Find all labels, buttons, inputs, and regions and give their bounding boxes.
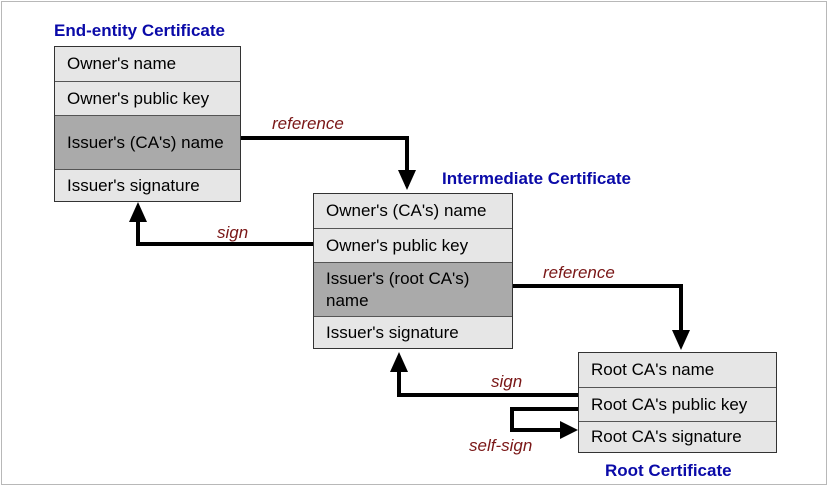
end-entity-owner-name: Owner's name [67, 54, 177, 73]
sign-arrowhead-1 [129, 202, 147, 222]
root-ca-signature: Root CA's signature [579, 421, 776, 452]
root-ca-name: Root CA's name [591, 360, 715, 379]
intermediate-certificate: Owner's (CA's) name Owner's public key I… [313, 193, 513, 349]
sign-label-1: sign [217, 223, 249, 242]
root-certificate: Root CA's name Root CA's public key Root… [578, 352, 777, 453]
root-ca-public-key: Root CA's public key [579, 387, 776, 421]
root-title: Root Certificate [605, 461, 732, 480]
reference-arrowhead-1 [398, 170, 416, 190]
sign-arrow-1 [136, 215, 314, 246]
self-sign-arrow [510, 407, 578, 432]
intermediate-issuer-name: Issuer's (root CA's) name [314, 262, 512, 316]
intermediate-issuer-signature: Issuer's signature [314, 316, 512, 348]
sign-label-2: sign [491, 372, 523, 391]
reference-label-1: reference [272, 114, 344, 133]
intermediate-owner-public-key: Owner's public key [314, 228, 512, 262]
reference-arrow-2 [513, 284, 683, 334]
intermediate-title: Intermediate Certificate [442, 169, 631, 188]
reference-arrow-1 [240, 136, 409, 186]
self-sign-label: self-sign [469, 436, 533, 455]
intermediate-owner-name: Owner's (CA's) name [326, 201, 487, 220]
end-entity-certificate: Owner's name Owner's public key Issuer's… [54, 46, 241, 202]
end-entity-issuer-name: Issuer's (CA's) name [55, 115, 240, 169]
sign-arrow-2 [397, 366, 578, 397]
reference-label-2: reference [543, 263, 615, 282]
self-sign-arrowhead [560, 421, 578, 439]
reference-arrowhead-2 [672, 330, 690, 350]
end-entity-owner-public-key: Owner's public key [55, 81, 240, 115]
end-entity-title: End-entity Certificate [54, 21, 225, 40]
end-entity-issuer-signature: Issuer's signature [55, 169, 240, 201]
sign-arrowhead-2 [390, 352, 408, 372]
